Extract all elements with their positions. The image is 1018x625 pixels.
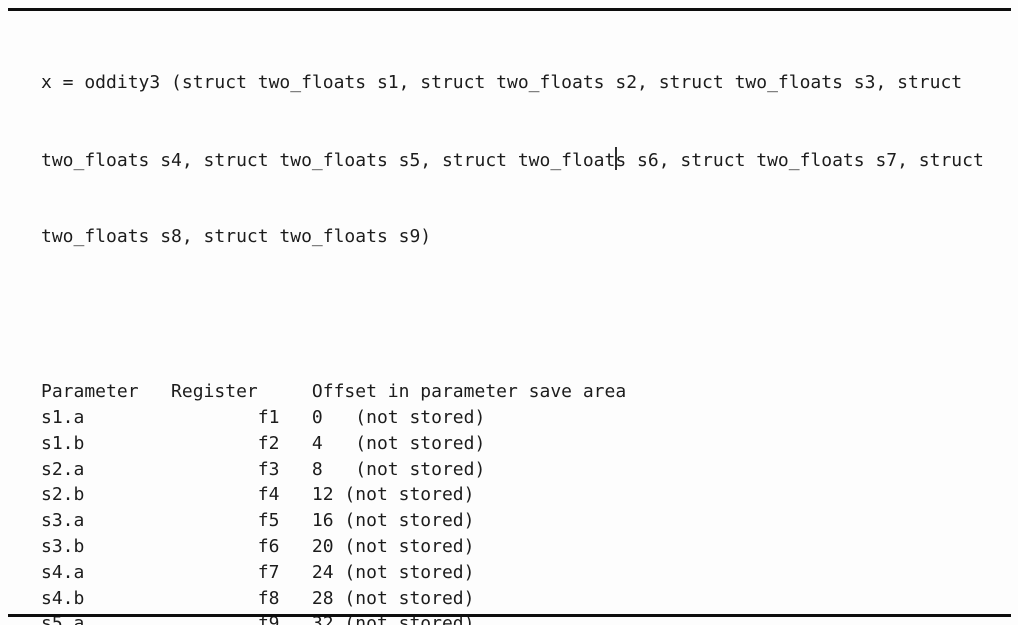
- table-row: s4.a f7 24 (not stored): [41, 561, 475, 583]
- table-row: s4.b f8 28 (not stored): [41, 587, 475, 609]
- code-text-area[interactable]: x = oddity3 (struct two_floats s1, struc…: [41, 18, 984, 625]
- table-row: s3.b f6 20 (not stored): [41, 535, 475, 557]
- text-cursor: [615, 146, 618, 170]
- blank-line: [41, 302, 984, 328]
- parameter-table: Parameter Register Offset in parameter s…: [41, 379, 984, 625]
- signature-line-3: two_floats s8, struct two_floats s9): [41, 224, 984, 250]
- top-horizontal-rule: [8, 8, 1011, 11]
- table-row: s2.b f4 12 (not stored): [41, 484, 475, 506]
- table-row: s2.a f3 8 (not stored): [41, 458, 486, 480]
- bottom-horizontal-rule: [8, 614, 1011, 617]
- signature-line-2-after: s s6, struct two_floats s7, struct: [615, 149, 984, 171]
- signature-line-3-text: two_floats s8, struct two_floats s9): [41, 226, 432, 248]
- signature-line-2-before: two_floats s4, struct two_floats s5, str…: [41, 149, 616, 171]
- table-row: s1.b f2 4 (not stored): [41, 432, 486, 454]
- signature-line-2: two_floats s4, struct two_floats s5, str…: [41, 146, 984, 173]
- signature-line-1: x = oddity3 (struct two_floats s1, struc…: [41, 70, 984, 96]
- table-row: s1.a f1 0 (not stored): [41, 406, 486, 428]
- table-row: s3.a f5 16 (not stored): [41, 510, 475, 532]
- table-header-line: Parameter Register Offset in parameter s…: [41, 381, 627, 403]
- table-row: s5.a f9 32 (not stored): [41, 613, 475, 625]
- signature-line-1-text: x = oddity3 (struct two_floats s1, struc…: [41, 71, 963, 93]
